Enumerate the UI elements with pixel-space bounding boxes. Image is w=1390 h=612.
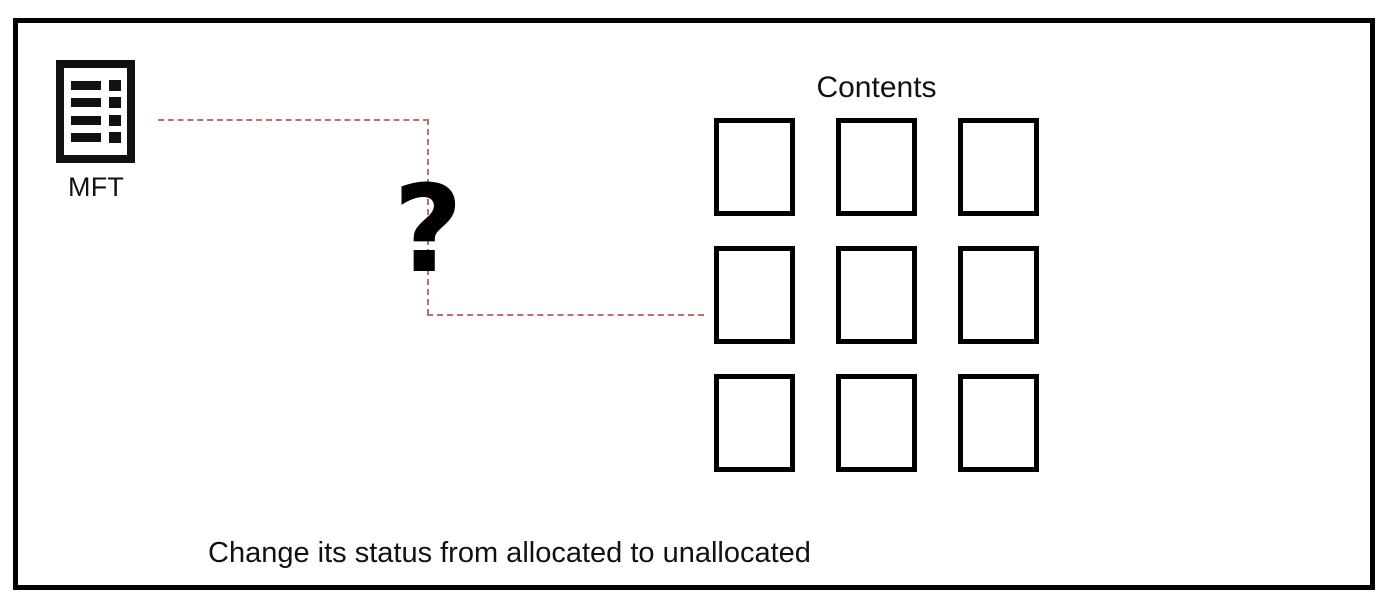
mft-node: MFT	[56, 60, 166, 220]
mft-icon-row	[70, 114, 121, 126]
mft-icon-square	[108, 114, 121, 126]
content-box	[714, 374, 795, 472]
contents-grid	[714, 118, 1039, 473]
mft-icon-square	[108, 97, 121, 109]
dashed-connector-top-segment	[158, 119, 429, 121]
mft-icon-square	[108, 131, 121, 143]
dashed-connector-vertical-segment	[427, 119, 429, 315]
content-box	[714, 118, 795, 216]
mft-icon-row	[70, 131, 121, 143]
mft-icon-row	[70, 97, 121, 109]
content-box	[836, 374, 917, 472]
mft-label: MFT	[68, 172, 125, 202]
content-box	[958, 246, 1039, 344]
mft-icon-bar	[70, 98, 101, 108]
content-box	[958, 374, 1039, 472]
mft-record-list-icon	[56, 60, 135, 163]
contents-title: Contents	[816, 71, 937, 104]
diagram-frame: MFT ? Contents Change its status from al…	[13, 18, 1375, 590]
content-box	[958, 118, 1039, 216]
mft-icon-row	[70, 80, 121, 92]
content-box	[714, 246, 795, 344]
question-mark-icon: ?	[393, 161, 463, 300]
mft-icon-square	[108, 80, 121, 92]
mft-icon-bar	[70, 81, 101, 91]
content-box	[836, 246, 917, 344]
dashed-connector-bottom-segment	[427, 314, 704, 316]
content-box	[836, 118, 917, 216]
diagram-caption: Change its status from allocated to unal…	[208, 537, 811, 569]
mft-icon-bar	[70, 115, 101, 125]
mft-icon-bar	[70, 132, 101, 142]
